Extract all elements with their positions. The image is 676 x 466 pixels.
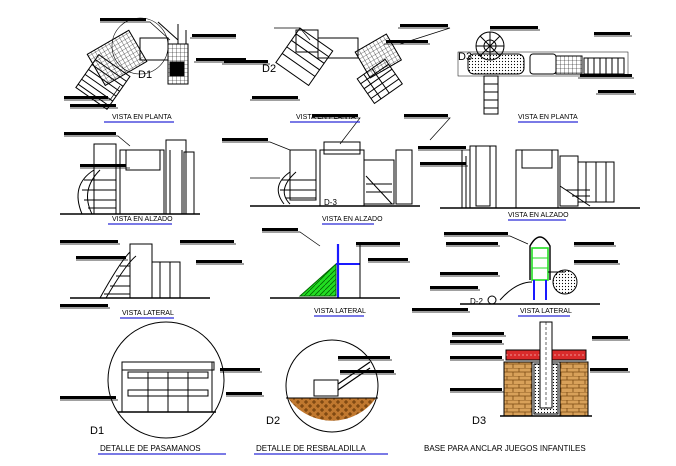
- elevation-view-1-title: VISTA EN ALZADO: [112, 216, 173, 223]
- marker-d3-plan: D3: [458, 51, 472, 63]
- detail-base: [500, 321, 592, 417]
- marker-d2-detail: D2: [266, 415, 280, 427]
- ref-d3: D-3: [324, 198, 337, 207]
- lateral-view-1-title: VISTA LATERAL: [122, 310, 174, 317]
- detail-handrail-title: DETALLE DE PASAMANOS: [100, 444, 201, 453]
- plan-view-2-title: VISTA EN PLANTA: [296, 114, 356, 121]
- lateral-view-1: [70, 243, 210, 299]
- plan-view-1-title: VISTA EN PLANTA: [112, 114, 172, 121]
- marker-d3-detail: D3: [472, 415, 486, 427]
- plan-view-3: [457, 31, 629, 115]
- plan-view-1: [75, 17, 189, 110]
- lateral-view-3: [460, 236, 600, 305]
- detail-handrail: [107, 321, 225, 439]
- marker-d1-detail: D1: [90, 425, 104, 437]
- ref-d2: D-2: [470, 297, 483, 306]
- detail-base-title: BASE PARA ANCLAR JUEGOS INFANTILES: [424, 444, 586, 453]
- elevation-view-3: [440, 145, 640, 209]
- lateral-view-3-title: VISTA LATERAL: [520, 308, 572, 315]
- marker-d2-plan: D2: [262, 63, 276, 75]
- elevation-view-1: [60, 139, 200, 215]
- detail-slide-title: DETALLE DE RESBALADILLA: [256, 444, 366, 453]
- annotation-leaders: [60, 21, 636, 401]
- plan-view-3-title: VISTA EN PLANTA: [518, 114, 578, 121]
- lateral-view-2-title: VISTA LATERAL: [314, 308, 366, 315]
- title-underlines: [98, 121, 578, 455]
- marker-d1-plan: D1: [138, 69, 152, 81]
- annotation-text-blocks: [60, 18, 634, 399]
- elevation-view-3-title: VISTA EN ALZADO: [508, 212, 569, 219]
- plan-view-2: [275, 27, 403, 105]
- detail-slide: [285, 339, 379, 433]
- lateral-view-2: [270, 244, 400, 299]
- elevation-view-2: [250, 141, 420, 207]
- elevation-view-2-title: VISTA EN ALZADO: [322, 216, 383, 223]
